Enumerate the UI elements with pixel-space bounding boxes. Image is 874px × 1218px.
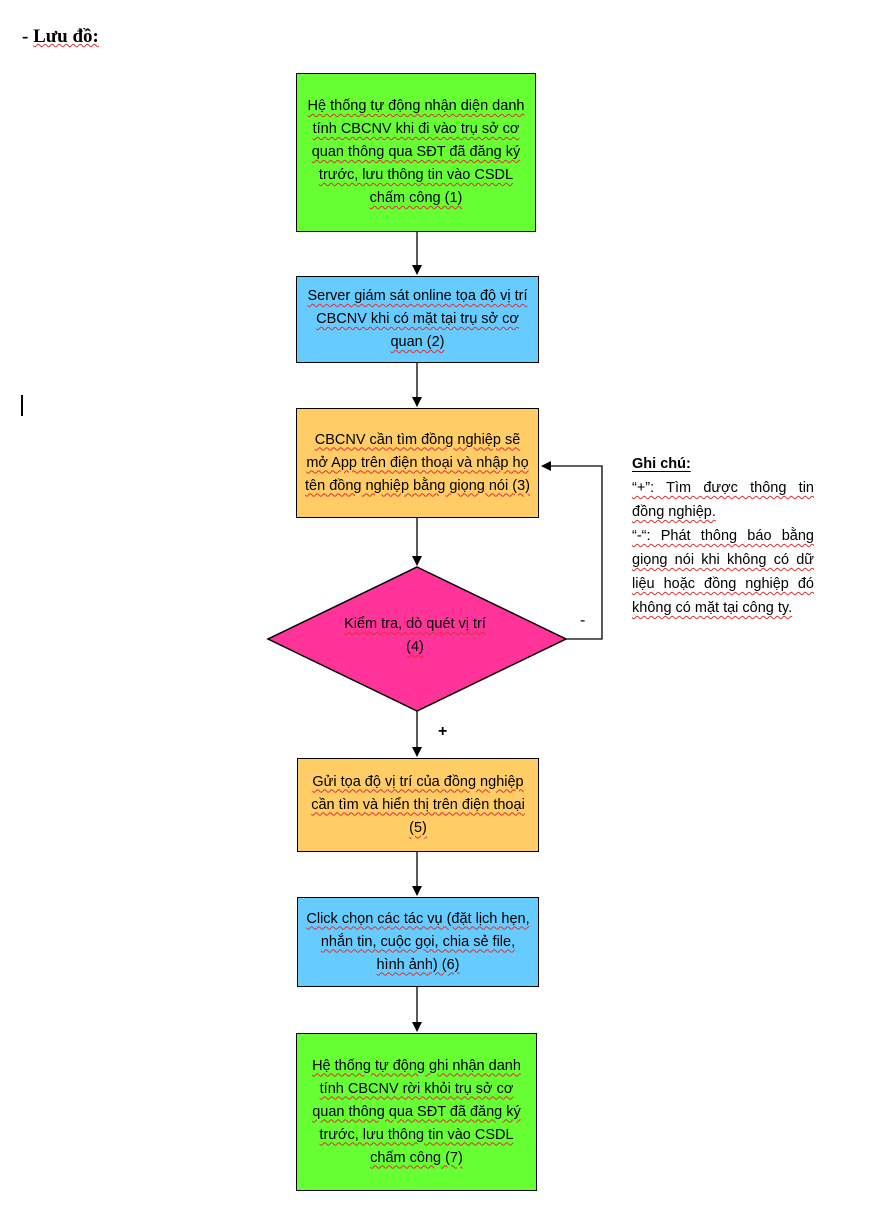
step-2-text: Server giám sát online tọa độ vị trí CBC… [307, 288, 528, 350]
decision-text: Kiểm tra, dò quét vị trí (4) [344, 616, 486, 655]
legend-note: Ghi chú: “+”: Tìm được thông tin đồng ng… [632, 452, 814, 620]
step-5-box: Gửi tọa độ vị trí của đồng nghiệp cần tì… [297, 758, 539, 852]
step-6-text: Click chọn các tác vụ (đặt lịch hẹn, nhắ… [306, 910, 530, 973]
note-line-plus: “+”: Tìm được thông tin đồng nghiệp. [632, 480, 814, 520]
heading-text: Lưu đồ: [33, 26, 99, 47]
step-1-text: Hệ thống tự động nhận diện danh tính CBC… [307, 98, 525, 206]
step-7-box: Hệ thống tự động ghi nhận danh tính CBCN… [296, 1033, 537, 1191]
text-cursor [21, 395, 23, 416]
step-6-box: Click chọn các tác vụ (đặt lịch hẹn, nhắ… [297, 897, 539, 987]
heading-prefix: - [22, 26, 34, 47]
step-1-box: Hệ thống tự động nhận diện danh tính CBC… [296, 73, 536, 232]
step-3-box: CBCNV cần tìm đồng nghiệp sẽ mở App trên… [296, 408, 539, 518]
step-7-text: Hệ thống tự động ghi nhận danh tính CBCN… [312, 1057, 521, 1166]
label-plus: + [438, 723, 448, 740]
label-minus: - [580, 612, 586, 629]
step-5-text: Gửi tọa độ vị trí của đồng nghiệp cần tì… [311, 773, 525, 836]
loop-back-arrow [541, 461, 603, 640]
decision-text-wrap: Kiểm tra, dò quét vị trí (4) [340, 613, 490, 659]
step-2-box: Server giám sát online tọa độ vị trí CBC… [296, 276, 539, 363]
page-heading: - Lưu đồ: [22, 26, 99, 48]
note-title: Ghi chú: [632, 456, 691, 472]
note-line-minus: “-“: Phát thông báo bằng giọng nói khi k… [632, 528, 814, 616]
step-3-text: CBCNV cần tìm đồng nghiệp sẽ mở App trên… [305, 431, 530, 494]
